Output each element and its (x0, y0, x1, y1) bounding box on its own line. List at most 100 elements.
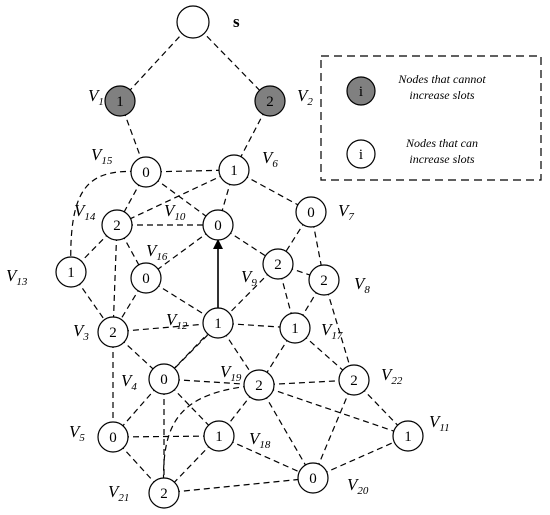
edge-v21-v20 (163, 477, 314, 494)
node-value: 2 (350, 373, 358, 389)
legend-symbol: i (359, 84, 363, 100)
edge-v5-v18 (112, 435, 220, 438)
node-v5: 0 V5 (69, 421, 129, 453)
node-label: V3 (73, 321, 89, 343)
edge-v8-v22 (323, 279, 355, 381)
node-v9: 2V9 (241, 248, 294, 289)
node-value: 0 (142, 271, 150, 287)
node-label: V13 (6, 266, 28, 288)
node-label: V18 (249, 429, 271, 451)
node-label: V14 (74, 201, 96, 223)
node-circle (338, 364, 370, 396)
node-label: V20 (347, 475, 369, 497)
node-circle (218, 154, 250, 186)
node-circle (203, 420, 235, 452)
node-value: 2 (109, 325, 117, 341)
node-label: V21 (108, 482, 129, 504)
node-value: 2 (320, 273, 328, 289)
node-v17: 1 V17 (279, 312, 343, 344)
source-node (176, 5, 210, 39)
node-v2: 2 V2 (254, 85, 313, 117)
node-label: V5 (69, 422, 85, 444)
node-circle (202, 209, 234, 241)
node-value: 0 (160, 372, 168, 388)
node-value: 0 (109, 430, 117, 446)
edge-s-v1 (119, 21, 194, 102)
node-label: V1 (88, 86, 104, 108)
legend-swatch (346, 139, 376, 169)
node-value: 0 (142, 165, 150, 181)
edge-v14-v3 (112, 224, 118, 333)
node-label: V12 (166, 310, 188, 332)
node-value: 0 (214, 218, 222, 234)
node-v14: 2 V14 (74, 201, 133, 241)
node-value: 2 (266, 94, 274, 110)
node-circle (243, 369, 275, 401)
node-circle (55, 256, 87, 288)
node-circle (97, 316, 129, 348)
node-label: V8 (354, 274, 370, 296)
node-v15: 0 V15 (91, 145, 162, 188)
node-value: 2 (113, 218, 121, 234)
node-label: V2 (297, 86, 313, 108)
edge-v19-v20 (258, 384, 314, 479)
node-circle (97, 421, 129, 453)
edge-v19-v22 (258, 379, 355, 386)
node-circle (202, 307, 234, 339)
legend-text: increase slots (409, 88, 475, 102)
node-value: 1 (230, 163, 238, 179)
node-v10: 0 V10 (164, 201, 234, 241)
node-value: 1 (291, 321, 299, 337)
node-circle (297, 462, 329, 494)
legend-item-cannot: i Nodes that cannot increase slots (346, 72, 486, 106)
node-value: 1 (215, 429, 223, 445)
node-v18: 1 V18 (203, 420, 271, 452)
legend-symbol: i (359, 147, 363, 163)
node-value: 1 (404, 429, 412, 445)
node-label: V19 (220, 362, 242, 384)
node-label: V10 (164, 201, 186, 223)
edge-v18-v20 (218, 435, 314, 479)
node-label: V11 (429, 412, 450, 434)
node-circle (148, 477, 180, 509)
node-value: 2 (255, 378, 263, 394)
node-circle (279, 312, 311, 344)
node-circle (130, 156, 162, 188)
node-v8: 2 V8 (308, 264, 370, 296)
node-circle (254, 85, 286, 117)
node-value: 1 (67, 265, 75, 281)
node-value: 2 (160, 486, 168, 502)
legend-text: Nodes that cannot (397, 72, 486, 86)
node-circle (101, 209, 133, 241)
legend-text: Nodes that can (405, 136, 478, 150)
node-circle (104, 85, 136, 117)
edge-v19-v21 (162, 384, 260, 494)
node-circle (148, 363, 180, 395)
edge-v20-v11 (312, 435, 409, 479)
node-label: V6 (262, 148, 278, 170)
node-v11: 1 V11 (392, 412, 450, 452)
edge-s-v2 (192, 21, 271, 102)
edge-v3-v12 (112, 322, 219, 333)
node-v4: 0V4 (121, 363, 180, 395)
legend-box (320, 55, 542, 181)
edge-v19-v11 (258, 384, 409, 437)
node-value: 2 (274, 257, 282, 273)
node-v6: 1 V6 (218, 148, 278, 186)
node-circle (262, 248, 294, 280)
edge-v6-v14 (116, 169, 235, 226)
node-circle (130, 262, 162, 294)
node-label: V15 (91, 145, 113, 167)
node-v13: 1 V13 (6, 256, 87, 288)
node-label: V17 (321, 320, 343, 342)
node-value: 0 (307, 205, 315, 221)
